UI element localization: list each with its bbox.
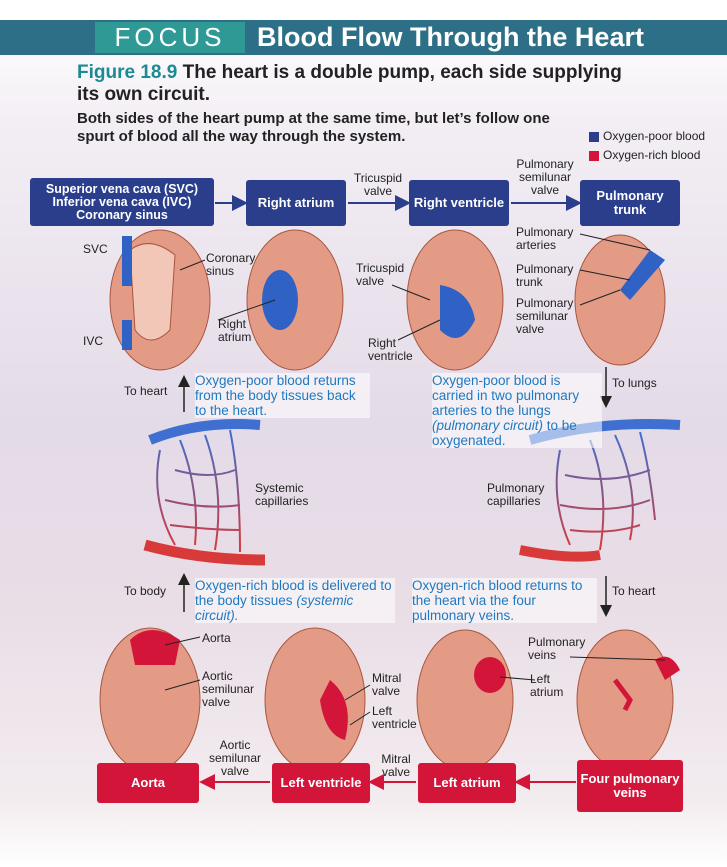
- heart-illustration: [417, 630, 513, 770]
- note-systemic-circuit: Oxygen-rich blood is delivered to the bo…: [195, 578, 395, 623]
- note-pulmonary-circuit-b: (pulmonary circuit): [432, 418, 543, 433]
- label-aorta: Aorta: [202, 632, 231, 645]
- label-to-lungs: To lungs: [612, 377, 657, 390]
- box-four-pulmonary-veins: Four pulmonary veins: [577, 760, 683, 812]
- label-pulmonary-arteries: Pulmonary arteries: [516, 226, 581, 252]
- label-to-heart-right: To heart: [612, 585, 655, 598]
- label-mitral-valve: Mitral valve: [372, 672, 412, 698]
- label-systemic-capillaries: Systemic capillaries: [255, 482, 335, 508]
- box-pulmonary-trunk: Pulmonary trunk: [580, 180, 680, 226]
- box-aorta: Aorta: [97, 763, 199, 803]
- box-venae-cavae: Superior vena cava (SVC) Inferior vena c…: [30, 178, 214, 226]
- label-left-atrium: Left atrium: [530, 673, 575, 699]
- label-ivc: IVC: [83, 335, 103, 348]
- note-systemic-circuit-a: Oxygen-rich blood is delivered to the bo…: [195, 578, 392, 608]
- box-left-atrium: Left atrium: [418, 763, 516, 803]
- label-left-ventricle: Left ventricle: [372, 705, 427, 731]
- label-right-atrium: Right atrium: [218, 318, 268, 344]
- heart-illustration: [100, 628, 200, 772]
- label-coronary-sinus: Coronary sinus: [206, 252, 266, 278]
- label-pulmonary-capillaries: Pulmonary capillaries: [487, 482, 567, 508]
- label-tricuspid-valve: Tricuspid valve: [356, 262, 416, 288]
- heart-illustration: [110, 230, 210, 370]
- label-pulmonary-veins: Pulmonary veins: [528, 636, 588, 662]
- label-to-heart-left: To heart: [124, 385, 167, 398]
- label-right-ventricle: Right ventricle: [368, 337, 428, 363]
- label-aortic-semilunar-bottom: Aortic semilunar valve: [200, 739, 270, 778]
- heart-illustration: [575, 235, 665, 365]
- label-svc: SVC: [83, 243, 108, 256]
- box-right-atrium: Right atrium: [246, 180, 346, 226]
- note-pulmonary-veins-return: Oxygen-rich blood returns to the heart v…: [412, 578, 597, 623]
- box-coronary-line: Coronary sinus: [76, 209, 168, 222]
- label-mitral-valve-bottom: Mitral valve: [374, 753, 418, 779]
- note-oxygen-poor-returns: Oxygen-poor blood returns from the body …: [195, 373, 370, 418]
- heart-illustration: [577, 630, 680, 770]
- label-tricuspid-valve-top: Tricuspid valve: [350, 172, 406, 198]
- systemic-capillaries-illustration: [145, 424, 265, 560]
- label-pulmonary-trunk: Pulmonary trunk: [516, 263, 581, 289]
- box-svc-line: Superior vena cava (SVC): [46, 183, 198, 196]
- box-ivc-line: Inferior vena cava (IVC): [53, 196, 192, 209]
- note-pulmonary-circuit: Oxygen-poor blood is carried in two pulm…: [432, 373, 602, 448]
- label-pulm-semilunar-top: Pulmonary semilunar valve: [513, 158, 577, 197]
- heart-illustration: [247, 230, 343, 370]
- box-right-ventricle: Right ventricle: [409, 180, 509, 226]
- label-aortic-semilunar-valve: Aortic semilunar valve: [202, 670, 264, 709]
- label-pulm-semilunar-valve: Pulmonary semilunar valve: [516, 297, 586, 336]
- box-left-ventricle: Left ventricle: [272, 763, 370, 803]
- label-to-body: To body: [124, 585, 166, 598]
- heart-illustration: [265, 628, 365, 772]
- note-pulmonary-circuit-a: Oxygen-poor blood is carried in two pulm…: [432, 373, 579, 418]
